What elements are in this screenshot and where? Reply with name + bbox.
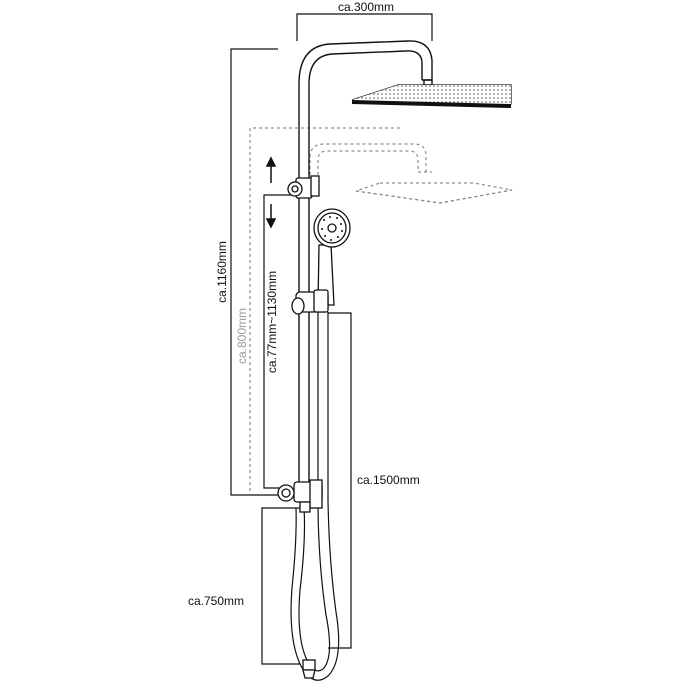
lowered-height-label: ca.800mm — [235, 308, 249, 364]
hose-end-connector — [302, 659, 316, 679]
adjust-arrows-icon — [265, 156, 277, 229]
adjust-range-label: ca.77mm~1130mm — [265, 271, 279, 373]
lowered-shower-head-ghost — [309, 143, 513, 204]
shower-hose — [290, 312, 340, 681]
riser-pipe — [298, 84, 310, 488]
total-height-label: ca.1160mm — [215, 241, 229, 303]
head-width-dimension — [296, 13, 433, 41]
lowered-height-dimension — [249, 127, 400, 494]
adjust-range-dimension — [263, 194, 292, 489]
hose-length-dimension — [328, 312, 352, 649]
head-width-label: ca.300mm — [338, 0, 394, 14]
lower-height-label: ca.750mm — [188, 594, 244, 608]
rain-shower-head — [351, 84, 512, 108]
total-height-dimension — [230, 48, 278, 496]
diverter-mixer — [277, 479, 323, 513]
shower-arm — [298, 40, 433, 86]
hose-length-label: ca.1500mm — [357, 473, 420, 487]
upper-slider-clamp — [287, 175, 320, 199]
hand-shower-holder — [291, 289, 329, 315]
lower-height-dimension — [261, 507, 300, 665]
hand-shower-nozzles — [321, 216, 343, 241]
